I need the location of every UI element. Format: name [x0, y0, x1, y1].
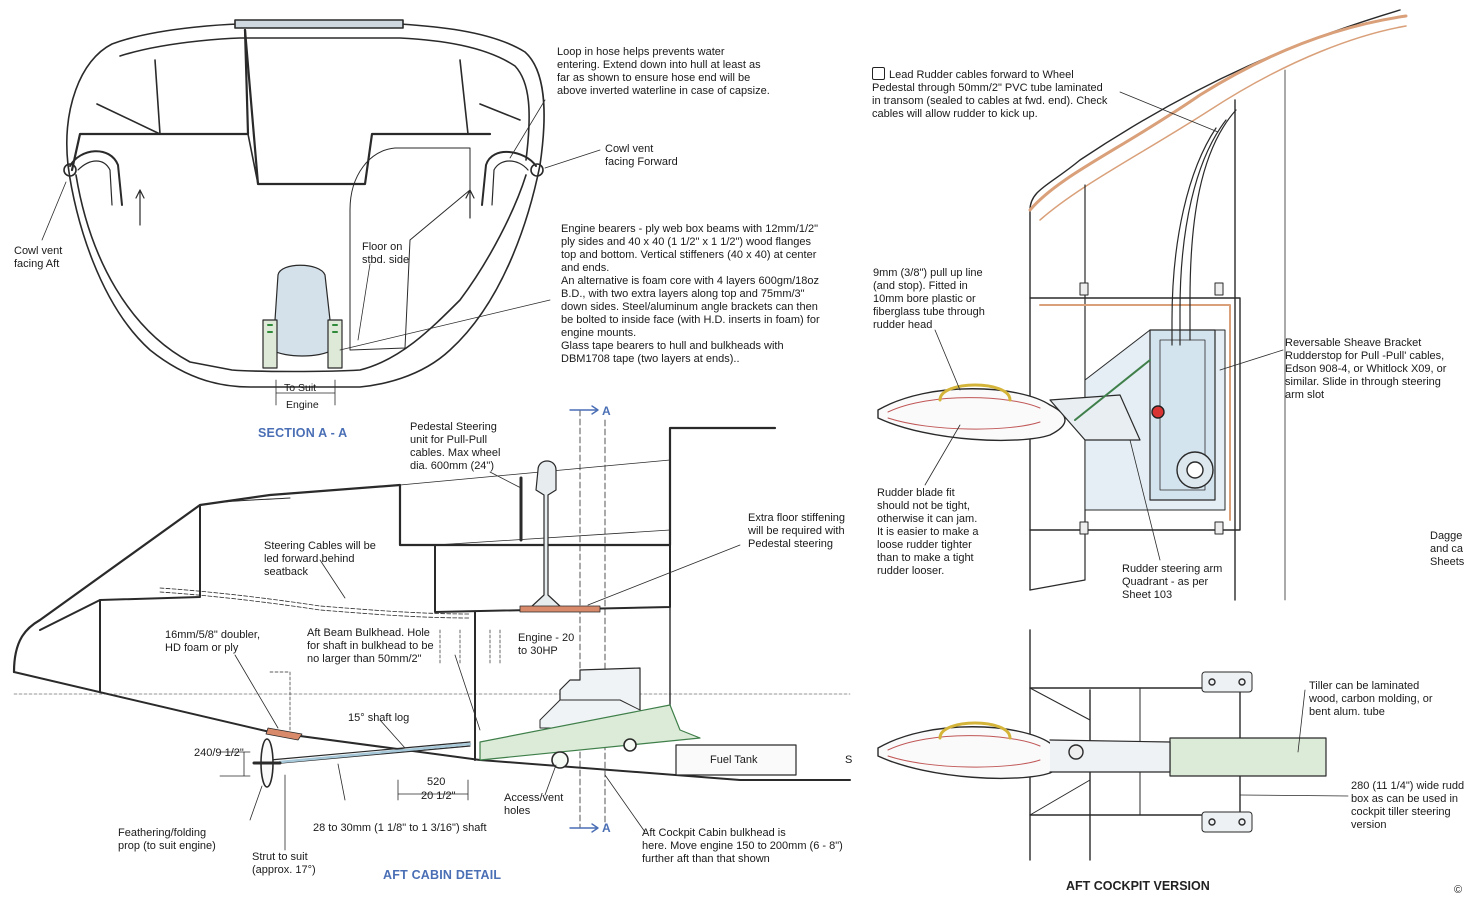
note-steering-cables: Steering Cables will be led forward behi… — [264, 540, 376, 578]
note-loop-in-hose: Loop in hose helps prevents water enteri… — [557, 46, 770, 97]
section-marker-a-top: A — [602, 404, 611, 418]
note-shaft-size: 28 to 30mm (1 1/8" to 1 3/16") shaft — [313, 822, 487, 834]
label-fuel-tank: Fuel Tank — [710, 754, 758, 766]
note-pull-up-line: 9mm (3/8") pull up line (and stop). Fitt… — [873, 267, 985, 331]
note-engine-hp: Engine - 20 to 30HP — [518, 632, 575, 657]
note-rudder-blade-fit: Rudder blade fit should not be tight, ot… — [877, 487, 979, 577]
note-cowl-vent-forward: Cowl vent facing Forward — [605, 143, 678, 168]
note-lead-rudder-cables: Lead Rudder cables forward to Wheel Pede… — [872, 67, 1107, 121]
note-engine-bearers: Engine bearers - ply web box beams with … — [561, 223, 820, 365]
note-quadrant: Rudder steering arm Quadrant - as per Sh… — [1122, 563, 1223, 601]
note-tiller: Tiller can be laminated wood, carbon mol… — [1309, 680, 1433, 718]
note-lead-rudder-cables-text: Lead Rudder cables forward to Wheel Pede… — [872, 69, 1108, 120]
note-sheave-bracket: Reversable Sheave Bracket Rudderstop for… — [1285, 337, 1447, 401]
label-cut-s: S — [845, 754, 853, 766]
note-280-rudder-box: 280 (11 1/4") wide rudd box as can be us… — [1351, 780, 1465, 831]
title-aft-cockpit-version: AFT COCKPIT VERSION — [1066, 879, 1210, 893]
note-floor-stbd: Floor on stbd. side — [362, 241, 410, 266]
dim-20-half: 20 1/2" — [421, 790, 456, 802]
dim-engine: Engine — [286, 399, 319, 411]
note-cowl-vent-aft: Cowl vent facing Aft — [14, 245, 63, 270]
note-strut: Strut to suit (approx. 17°) — [252, 851, 316, 876]
note-dagger-cut: Dagge and ca Sheets — [1430, 530, 1465, 568]
dim-240: 240/9 1/2" — [194, 747, 244, 759]
checkbox-icon — [872, 67, 885, 80]
dim-to-suit: To Suit — [284, 382, 317, 394]
section-marker-a-bottom: A — [602, 821, 611, 835]
note-feathering-prop: Feathering/folding prop (to suit engine) — [118, 827, 216, 852]
note-extra-floor-stiffening: Extra floor stiffening will be required … — [748, 512, 846, 550]
note-doubler: 16mm/5/8" doubler, HD foam or ply — [165, 629, 261, 654]
note-access-vent-holes: Access/vent holes — [504, 792, 564, 817]
note-shaft-log: 15° shaft log — [348, 712, 410, 724]
note-pedestal-steering: Pedestal Steering unit for Pull-Pull cab… — [410, 421, 501, 472]
note-cockpit-bulkhead: Aft Cockpit Cabin bulkhead is here. Move… — [642, 827, 843, 865]
title-aft-cabin-detail: AFT CABIN DETAIL — [383, 868, 502, 882]
copyright-mark: © — [1454, 884, 1463, 896]
note-aft-beam-bulkhead: Aft Beam Bulkhead. Hole for shaft in bul… — [307, 627, 434, 665]
aft-cockpit-detail — [877, 629, 1349, 861]
dim-520: 520 — [427, 776, 446, 788]
aft-cabin-profile — [12, 405, 851, 851]
title-section-a-a: SECTION A - A — [258, 426, 348, 440]
rudder-detail — [877, 9, 1408, 601]
section-a-hull — [41, 19, 601, 406]
